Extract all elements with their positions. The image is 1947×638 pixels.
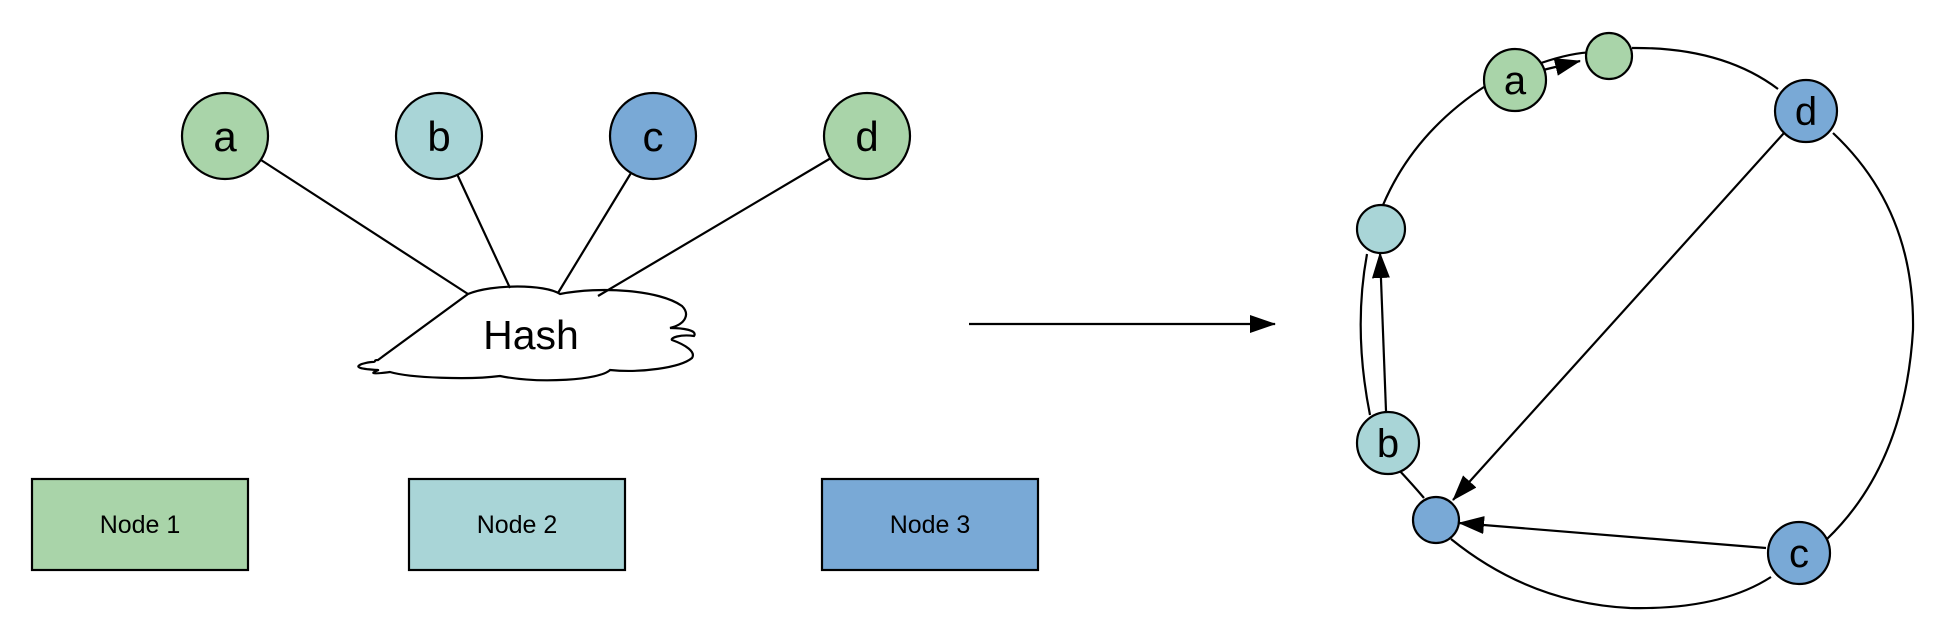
arrow-a-to-node-green bbox=[1542, 58, 1581, 76]
key-b: b bbox=[394, 91, 484, 181]
ring-mapping-arrows bbox=[1371, 58, 1785, 550]
hash-label: Hash bbox=[483, 312, 579, 358]
connector-c-hash bbox=[557, 172, 632, 294]
ring-arc-c-to-node-blue bbox=[1450, 538, 1772, 610]
node-3: Node 3 bbox=[820, 477, 1040, 572]
node-2-box bbox=[407, 477, 627, 572]
ring-key-c: c bbox=[1766, 520, 1832, 586]
ring-arc-node-blue-to-b bbox=[1397, 468, 1425, 499]
ring-arc-b-to-node-teal bbox=[1359, 253, 1372, 416]
key-d: d bbox=[822, 91, 912, 181]
key-b-label: b bbox=[427, 113, 450, 160]
key-to-hash-connectors bbox=[260, 157, 832, 297]
hash-cloud bbox=[357, 285, 696, 382]
key-c: c bbox=[608, 91, 698, 181]
ring-arc-d-to-c bbox=[1826, 132, 1915, 540]
arrow-c-to-node-blue bbox=[1458, 516, 1767, 550]
key-d-label: d bbox=[855, 113, 878, 160]
hash-ring bbox=[1359, 46, 1915, 610]
hash-cloud-shape bbox=[357, 285, 696, 382]
connector-d-hash bbox=[597, 157, 832, 297]
node-2: Node 2 bbox=[407, 477, 627, 572]
node-3-label: Node 3 bbox=[890, 511, 971, 539]
key-b-circle bbox=[394, 91, 484, 181]
ring-key-a-circle bbox=[1482, 47, 1548, 113]
ring-key-c-label: c bbox=[1789, 532, 1809, 576]
connector-a-hash bbox=[260, 159, 469, 295]
ring-arc-node-teal-to-a bbox=[1381, 84, 1488, 206]
arrow-b-to-node-teal bbox=[1371, 252, 1390, 412]
ring-key-c-circle bbox=[1766, 520, 1832, 586]
key-a-circle bbox=[180, 91, 270, 181]
arrow-d-to-node-blue bbox=[1452, 132, 1785, 501]
ring-key-b-label: b bbox=[1377, 422, 1399, 466]
ring-key-d: d bbox=[1773, 78, 1839, 144]
node-3-box bbox=[820, 477, 1040, 572]
key-c-label: c bbox=[643, 113, 664, 160]
key-c-circle bbox=[608, 91, 698, 181]
node-1-label: Node 1 bbox=[100, 511, 181, 539]
ring-key-d-circle bbox=[1773, 78, 1839, 144]
node-2-label: Node 2 bbox=[477, 511, 558, 539]
connector-b-hash bbox=[456, 173, 511, 289]
key-d-circle bbox=[822, 91, 912, 181]
ring-key-a-label: a bbox=[1504, 59, 1527, 103]
node-1-box bbox=[30, 477, 250, 572]
ring-key-d-label: d bbox=[1795, 90, 1817, 134]
key-a: a bbox=[180, 91, 270, 181]
ring-arc-node-green-to-d bbox=[1631, 46, 1779, 90]
ring-key-a: a bbox=[1482, 47, 1548, 113]
ring-key-b-circle bbox=[1355, 410, 1421, 476]
ring-key-b: b bbox=[1355, 410, 1421, 476]
node-1: Node 1 bbox=[30, 477, 250, 572]
key-a-label: a bbox=[213, 113, 237, 160]
ring-node-blue bbox=[1411, 495, 1461, 545]
ring-node-teal bbox=[1355, 203, 1407, 255]
ring-node-green bbox=[1584, 31, 1634, 81]
